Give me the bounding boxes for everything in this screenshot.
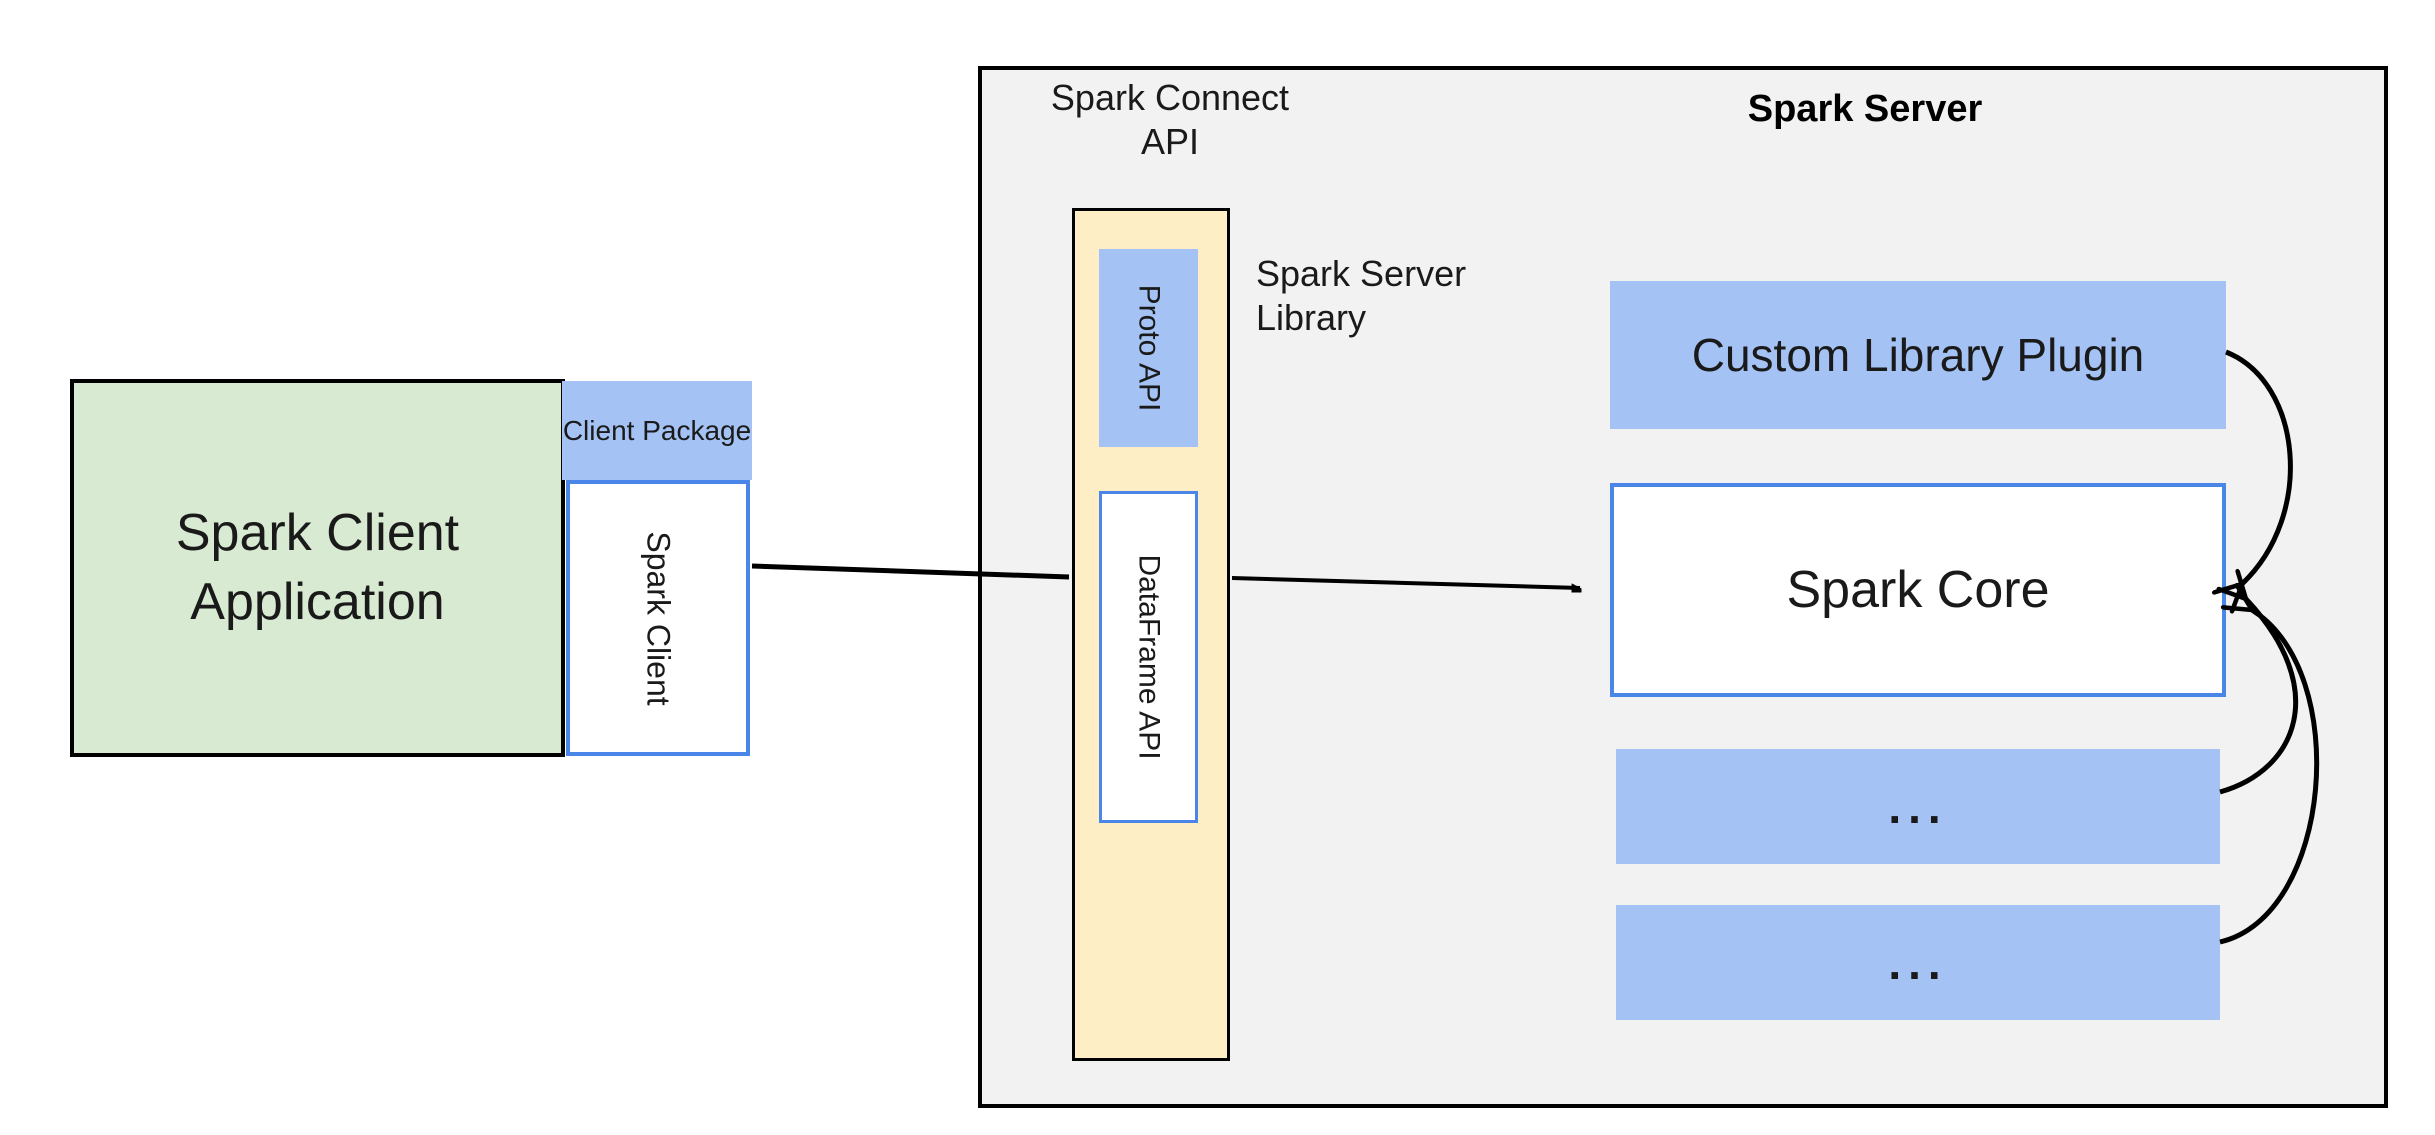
- spark-server-title: Spark Server: [1747, 88, 1983, 130]
- spark-core-label: Spark Core: [1786, 561, 2050, 619]
- client-package-label: Client Package: [562, 414, 752, 446]
- proto-api-label: Proto API: [1132, 284, 1166, 412]
- spark-client-application-box: Spark Client Application: [70, 379, 565, 757]
- custom-library-plugin-label: Custom Library Plugin: [1691, 329, 2145, 381]
- spark-client-application-label: Spark Client Application: [175, 504, 460, 631]
- spark-core-box: Spark Core: [1610, 483, 2226, 697]
- spark-client-box: Spark Client: [566, 480, 750, 756]
- spark-client-label: Spark Client: [640, 530, 677, 706]
- spark-connect-api-label: Spark Connect API: [1050, 77, 1290, 162]
- dataframe-api-label: DataFrame API: [1132, 554, 1166, 760]
- proto-api-box: Proto API: [1099, 249, 1198, 447]
- placeholder-plugin-box-1: ...: [1616, 749, 2220, 864]
- placeholder-plugin-label-1: ...: [1888, 780, 1948, 833]
- dataframe-api-box: DataFrame API: [1099, 491, 1198, 823]
- custom-library-plugin-box: Custom Library Plugin: [1610, 281, 2226, 429]
- client-package-box: Client Package: [562, 381, 752, 480]
- placeholder-plugin-label-2: ...: [1888, 936, 1948, 989]
- spark-server-library-label: Spark Server Library: [1256, 253, 1467, 338]
- placeholder-plugin-box-2: ...: [1616, 905, 2220, 1020]
